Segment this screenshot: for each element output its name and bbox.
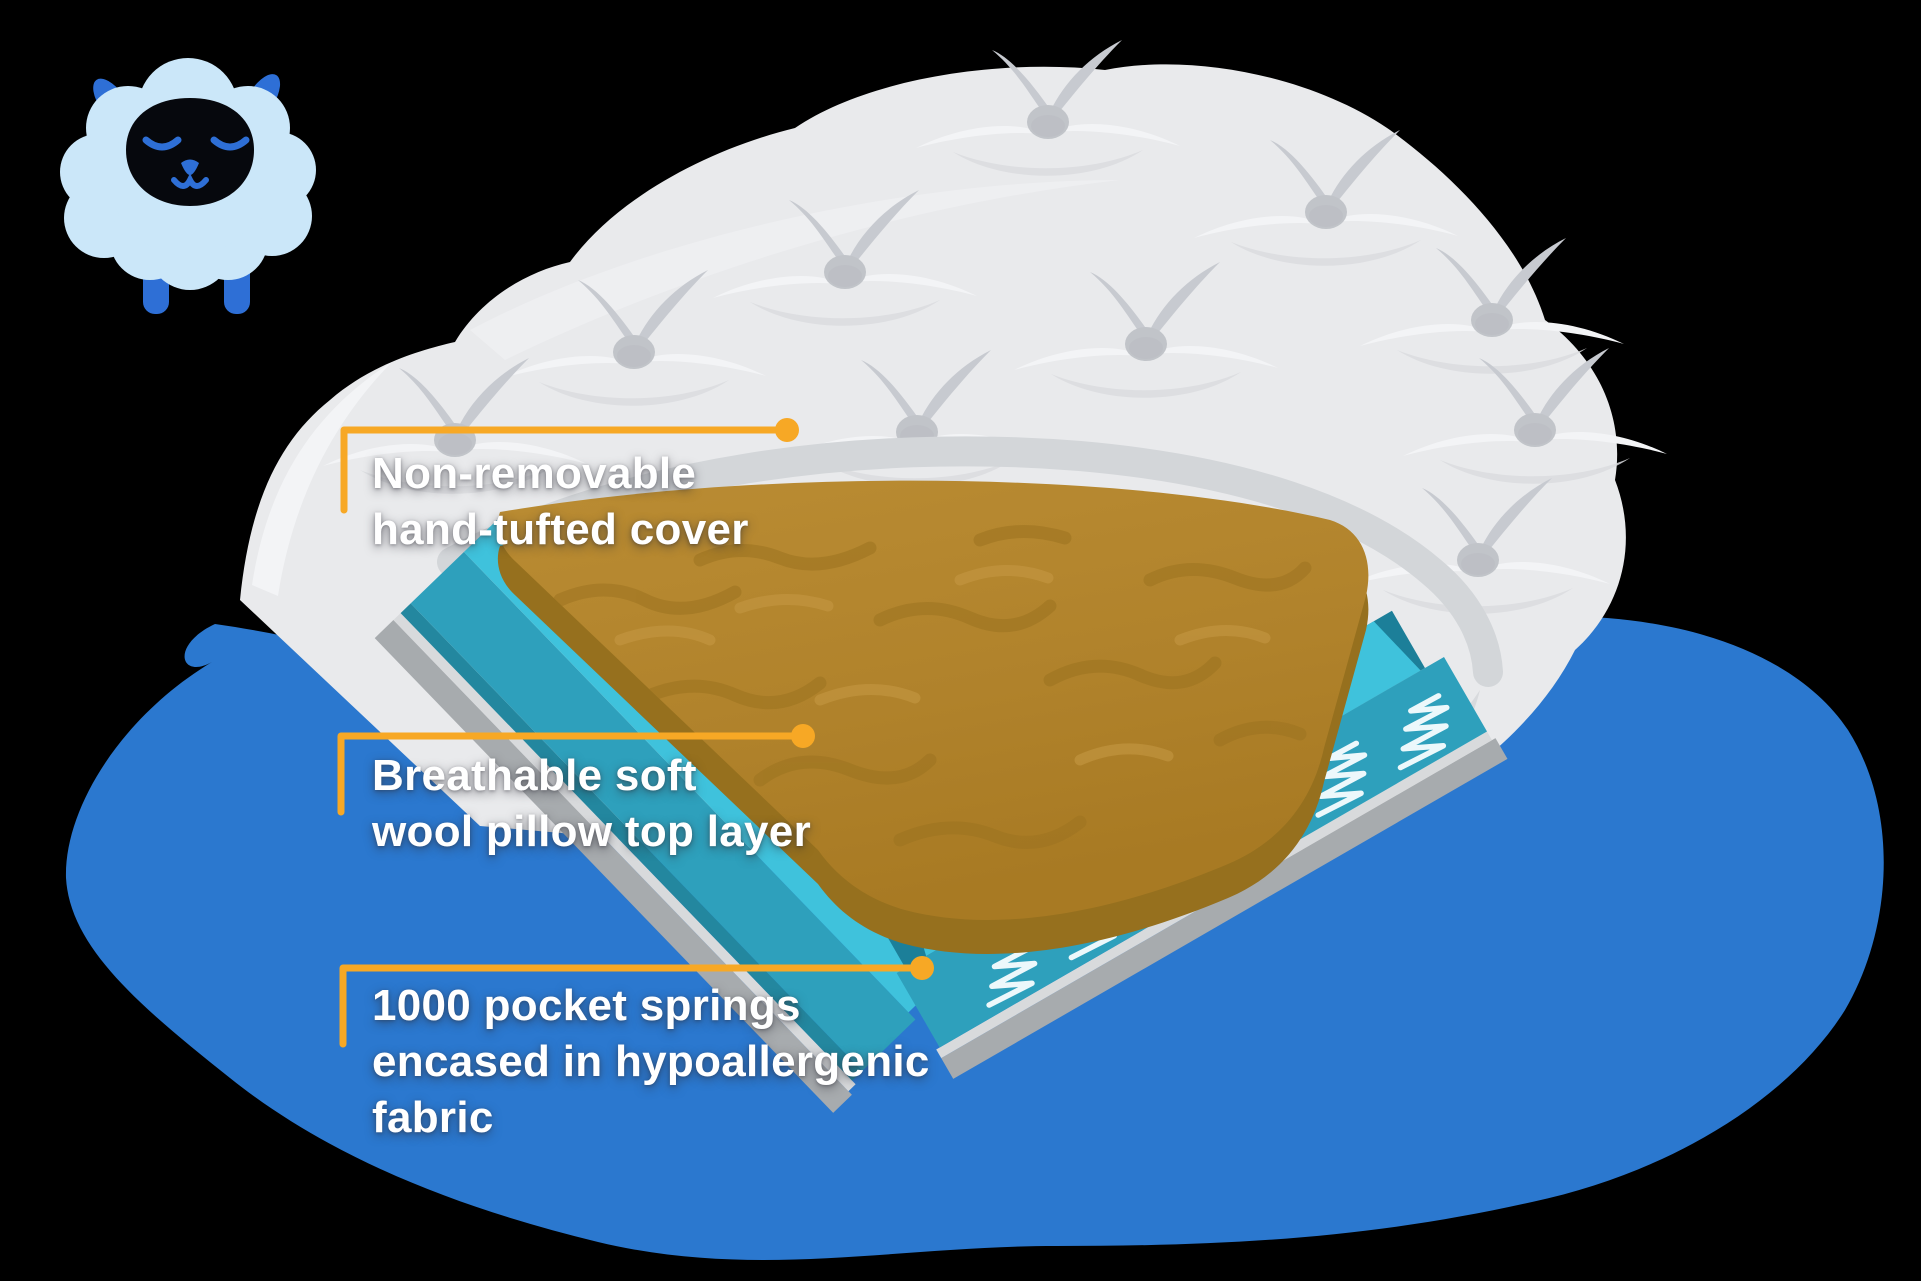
label-cover: Non-removable hand-tufted cover — [372, 446, 749, 558]
wool-layer — [497, 480, 1369, 954]
leader-dots — [775, 418, 934, 980]
label-wool-line-2: wool pillow top layer — [372, 807, 811, 856]
sheep-eyes — [142, 136, 250, 151]
leader-dot-wool — [791, 724, 815, 748]
label-springs-line-2: encased in hypoallergenic — [372, 1037, 930, 1086]
label-springs: 1000 pocket springs encased in hypoaller… — [372, 978, 930, 1146]
label-springs-line-3: fabric — [372, 1093, 494, 1142]
label-wool: Breathable soft wool pillow top layer — [372, 748, 811, 860]
sheep-face — [126, 98, 254, 206]
leader-line-wool — [337, 732, 807, 816]
cover-cut-rim — [437, 436, 1503, 687]
leader-line-springs — [339, 964, 926, 1048]
wool-texture — [553, 525, 1312, 849]
sheep-mascot-icon — [60, 58, 316, 314]
label-cover-line-1: Non-removable — [372, 449, 697, 498]
label-springs-line-1: 1000 pocket springs — [372, 981, 801, 1030]
leader-dot-springs — [910, 956, 934, 980]
sheep-mouth — [171, 173, 209, 189]
label-wool-line-1: Breathable soft — [372, 751, 697, 800]
mattress-highlight — [252, 362, 392, 596]
leader-line-cover — [340, 426, 791, 514]
leader-dot-cover — [775, 418, 799, 442]
mattress-highlight — [470, 180, 1120, 360]
sheep-nose — [181, 159, 199, 175]
label-cover-line-2: hand-tufted cover — [372, 505, 749, 554]
leader-lines — [337, 426, 926, 1048]
